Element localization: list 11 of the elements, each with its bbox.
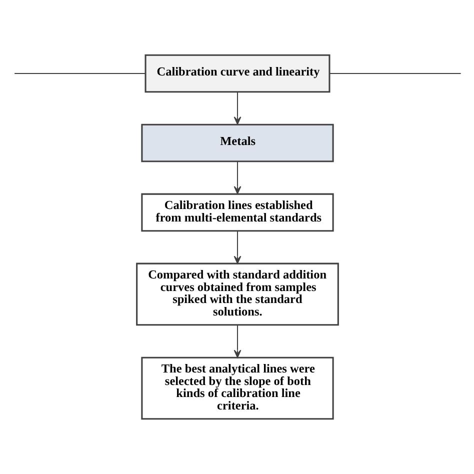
arrow — [233, 92, 241, 125]
node-box: Calibration curve and linearity — [144, 54, 330, 93]
connector — [329, 72, 460, 74]
arrow — [233, 231, 241, 264]
arrow — [233, 325, 241, 358]
node-box: Compared with standard addition curves obtained from samples spiked with the standard solutions. — [136, 262, 338, 326]
arrow — [233, 162, 241, 194]
node-box: The best analytical lines were selected by the slope of both kinds of calibration line criteria. — [140, 356, 334, 420]
node-box: Calibration lines established from multi-elemental standards — [140, 193, 334, 232]
node-box: Metals — [140, 124, 334, 162]
connector — [14, 72, 145, 74]
